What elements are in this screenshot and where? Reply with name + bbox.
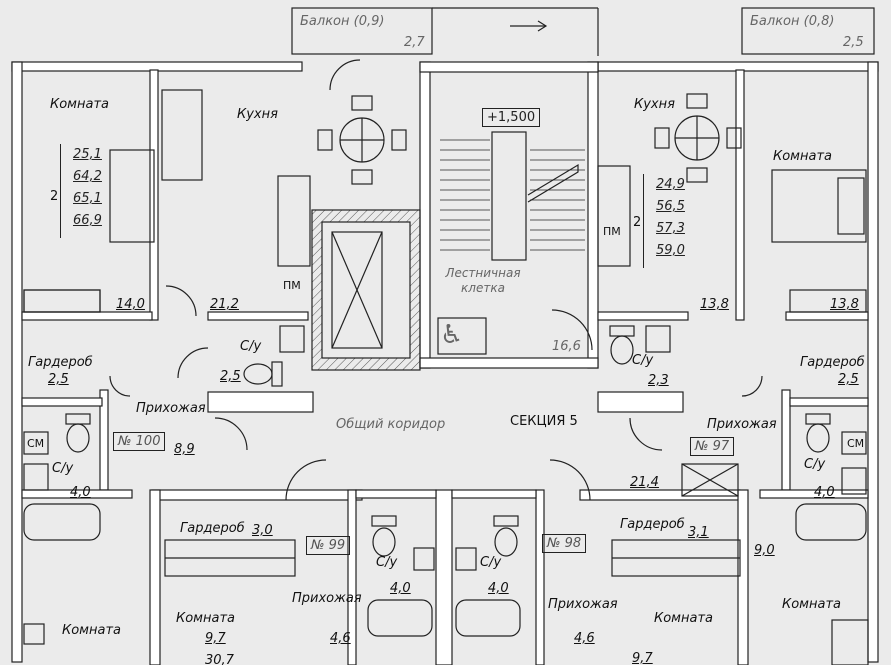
- apt97-rooms-count: 2: [633, 215, 642, 230]
- balcony-left-outline: [291, 7, 433, 55]
- apt100-kitchen-label: Кухня: [237, 107, 278, 122]
- apt100-rooms-count: 2: [50, 189, 59, 204]
- apt100-bath2-label: С/у: [52, 461, 74, 476]
- apt98-wardrobe-area: 3,1: [688, 525, 709, 540]
- balcony-right-label: Балкон (0,8): [750, 14, 835, 29]
- apt97-kitchen-label: Кухня: [634, 97, 675, 112]
- balcony-left-area: 2,7: [404, 35, 425, 50]
- apt98-area-9: 9,0: [754, 543, 775, 558]
- apt99-bath-area: 4,0: [390, 581, 411, 596]
- apt99-room-area: 9,7: [205, 631, 226, 646]
- apt98-room-label: Комната: [654, 611, 713, 626]
- apt97-bath1-area: 2,3: [648, 373, 669, 388]
- apt99-wardrobe-label: Гардероб: [180, 521, 245, 536]
- apt97-bath1-label: С/у: [632, 353, 654, 368]
- apt97-sm-label: СМ: [847, 437, 865, 450]
- apt100-wardrobe-area: 2,5: [48, 372, 69, 387]
- apt100-area-full: 66,9: [73, 213, 102, 228]
- apt100-pm-label: ПМ: [283, 279, 301, 292]
- apt100-room-area: 14,0: [116, 297, 145, 312]
- apt99-number: № 99: [306, 536, 351, 555]
- apt97-number: № 97: [690, 437, 735, 456]
- stair-level-mark: +1,500: [482, 108, 541, 127]
- balcony-left-label: Балкон (0,9): [300, 14, 385, 29]
- apt97-area-living: 24,9: [656, 177, 685, 192]
- apt97-wardrobe-label: Гардероб: [800, 355, 865, 370]
- apt98-room-area: 9,7: [632, 651, 653, 665]
- apt100-kitchen-area: 21,2: [210, 297, 239, 312]
- apt97-wardrobe-area: 2,5: [838, 372, 859, 387]
- apt97-areas-box: 24,9 56,5 57,3 59,0: [643, 174, 690, 268]
- apt98-hall-label: Прихожая: [548, 597, 618, 612]
- apt100-areas-box: 25,1 64,2 65,1 66,9: [60, 144, 107, 238]
- balcony-right-area: 2,5: [843, 35, 864, 50]
- apt98-number: № 98: [542, 534, 587, 553]
- corridor-label: Общий коридор: [336, 417, 446, 432]
- apt99-hall-area: 4,6: [330, 631, 351, 646]
- stair-area: 16,6: [552, 339, 581, 354]
- apt97-room-label: Комната: [773, 149, 832, 164]
- apt100-area-total: 64,2: [73, 169, 102, 184]
- apt99-room-area2: 30,7: [205, 653, 234, 665]
- apt97-hall-label: Прихожая: [707, 417, 777, 432]
- apt97-kitchen-area: 13,8: [700, 297, 729, 312]
- apt97-hall-area: 21,4: [630, 475, 659, 490]
- apt99-hall-label: Прихожая: [292, 591, 362, 606]
- stair-label: Лестничная клетка: [445, 266, 521, 295]
- apt100-wardrobe-label: Гардероб: [28, 355, 93, 370]
- apt99-room-label: Комната: [176, 611, 235, 626]
- apt97-area-full: 59,0: [656, 243, 685, 258]
- apt100-area-living: 25,1: [73, 147, 102, 162]
- apt100-number: № 100: [113, 432, 166, 451]
- apt100-room-label: Комната: [50, 97, 109, 112]
- apt98-hall-area: 4,6: [574, 631, 595, 646]
- apt97-bath2-area: 4,0: [814, 485, 835, 500]
- apt97-area-total: 56,5: [656, 199, 685, 214]
- apt100-hall-area: 8,9: [174, 442, 195, 457]
- apt97-pm-label: ПМ: [603, 225, 621, 238]
- apt97-room-area: 13,8: [830, 297, 859, 312]
- apt99-wardrobe-area: 3,0: [252, 523, 273, 538]
- apt100-area-total-balcony: 65,1: [73, 191, 102, 206]
- apt98-bath-area: 4,0: [488, 581, 509, 596]
- apt99-room2-label: Комната: [62, 623, 121, 638]
- apt99-bath-label: С/у: [376, 555, 398, 570]
- wheelchair-icon: ♿: [440, 320, 464, 350]
- section-label: СЕКЦИЯ 5: [510, 414, 578, 429]
- apt98-wardrobe-label: Гардероб: [620, 517, 685, 532]
- apt100-bath1-area: 2,5: [220, 369, 241, 384]
- apt100-bath2-area: 4,0: [70, 485, 91, 500]
- apt100-bath1-label: С/у: [240, 339, 262, 354]
- apt100-hall-label: Прихожая: [136, 401, 206, 416]
- apt98-bath-label: С/у: [480, 555, 502, 570]
- apt100-sm-label: СМ: [27, 437, 45, 450]
- apt98-room2-label: Комната: [782, 597, 841, 612]
- apt97-bath2-label: С/у: [804, 457, 826, 472]
- apt97-area-total-balcony: 57,3: [656, 221, 685, 236]
- balcony-right-outline: [741, 7, 875, 55]
